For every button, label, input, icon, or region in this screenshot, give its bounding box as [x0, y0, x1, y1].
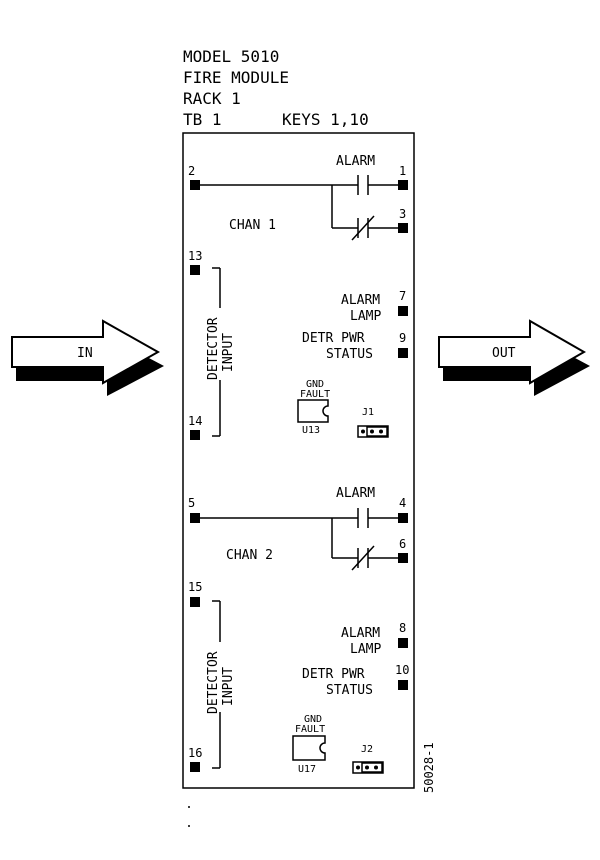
terminal-9: [398, 348, 408, 358]
out-arrow-label: OUT: [492, 346, 516, 361]
terminal-7: [398, 306, 408, 316]
terminal-1: [398, 180, 408, 190]
jumper-j2: [352, 761, 384, 774]
terminal-2-label: 2: [188, 164, 195, 178]
terminal-6: [398, 553, 408, 563]
jumper-j2-label: J2: [361, 744, 373, 755]
chip-u17: [292, 735, 326, 761]
channel-1-alarm-label: ALARM: [336, 154, 375, 169]
module-outline: [182, 132, 415, 789]
terminal-14: [190, 430, 200, 440]
channel-1: ALARM 2 1 3 CHAN 1 13 14 DETECTOR INPUT …: [188, 154, 408, 440]
terminal-5-label: 5: [188, 496, 195, 510]
channel-1-fault-label-1: GND: [306, 379, 324, 390]
terminal-9-label: 9: [399, 331, 406, 345]
terminal-14-label: 14: [188, 414, 202, 428]
keys-label: KEYS 1,10: [282, 110, 369, 129]
terminal-16-label: 16: [188, 746, 202, 760]
rack-label: RACK 1: [183, 89, 241, 108]
channel-2-fault-label-1: GND: [304, 714, 322, 725]
terminal-16: [190, 762, 200, 772]
channel-1-detector-label: DETECTOR: [206, 317, 221, 380]
jumper-j1: [357, 425, 389, 438]
channel-2-status-label-1: DETR PWR: [302, 667, 365, 682]
in-arrow: IN: [11, 319, 164, 396]
channel-2-alarm-label: ALARM: [336, 486, 375, 501]
terminal-10: [398, 680, 408, 690]
terminal-3: [398, 223, 408, 233]
channel-2: ALARM 5 4 6 CHAN 2 15 16 DETECTOR INPUT …: [188, 486, 409, 775]
channel-2-label: CHAN 2: [226, 548, 273, 563]
chip-u13-label: U13: [302, 425, 320, 436]
terminal-13: [190, 265, 200, 275]
channel-1-lamp-label-2: LAMP: [350, 309, 381, 324]
terminal-2: [190, 180, 200, 190]
terminal-4: [398, 513, 408, 523]
terminal-10-label: 10: [395, 663, 409, 677]
channel-2-input-label: INPUT: [221, 667, 236, 706]
terminal-1-label: 1: [399, 164, 406, 178]
terminal-block-label: TB 1: [183, 110, 222, 129]
terminal-7-label: 7: [399, 289, 406, 303]
terminal-3-label: 3: [399, 207, 406, 221]
channel-1-label: CHAN 1: [229, 218, 276, 233]
terminal-15: [190, 597, 200, 607]
channel-2-lamp-label-1: ALARM: [341, 626, 380, 641]
in-arrow-label: IN: [77, 346, 93, 361]
channel-1-input-label: INPUT: [221, 333, 236, 372]
channel-2-detector-label: DETECTOR: [206, 651, 221, 714]
jumper-j1-label: J1: [362, 407, 374, 418]
channel-1-fault-label-2: FAULT: [300, 389, 330, 400]
out-arrow: OUT: [438, 319, 590, 396]
channel-2-status-label-2: STATUS: [326, 683, 373, 698]
chip-u13: [297, 399, 329, 423]
module-name-label: FIRE MODULE: [183, 68, 289, 87]
terminal-4-label: 4: [399, 496, 406, 510]
terminal-6-label: 6: [399, 537, 406, 551]
terminal-15-label: 15: [188, 580, 202, 594]
dot-mark: [188, 806, 190, 808]
terminal-8: [398, 638, 408, 648]
terminal-8-label: 8: [399, 621, 406, 635]
model-label: MODEL 5010: [183, 47, 279, 66]
channel-2-lamp-label-2: LAMP: [350, 642, 381, 657]
terminal-13-label: 13: [188, 249, 202, 263]
drawing-number: 50028-1: [422, 742, 436, 793]
chip-u17-label: U17: [298, 764, 316, 775]
dot-mark: [188, 825, 190, 827]
terminal-5: [190, 513, 200, 523]
channel-1-status-label-2: STATUS: [326, 347, 373, 362]
channel-1-lamp-label-1: ALARM: [341, 293, 380, 308]
channel-1-status-label-1: DETR PWR: [302, 331, 365, 346]
channel-2-fault-label-2: FAULT: [295, 724, 325, 735]
